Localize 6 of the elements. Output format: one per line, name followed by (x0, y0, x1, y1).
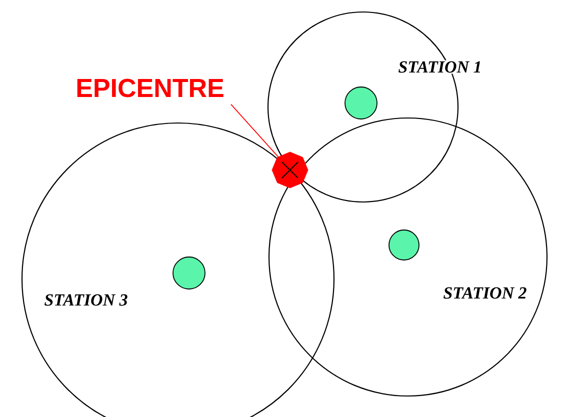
epicentre-marker (272, 152, 308, 188)
leader-line (230, 104, 279, 158)
epicentre-label: EPICENTRE (77, 78, 224, 98)
station-label: STATION 3 (43, 293, 129, 307)
station-label: STATION 1 (397, 60, 483, 74)
station-label: STATION 2 (442, 286, 528, 300)
